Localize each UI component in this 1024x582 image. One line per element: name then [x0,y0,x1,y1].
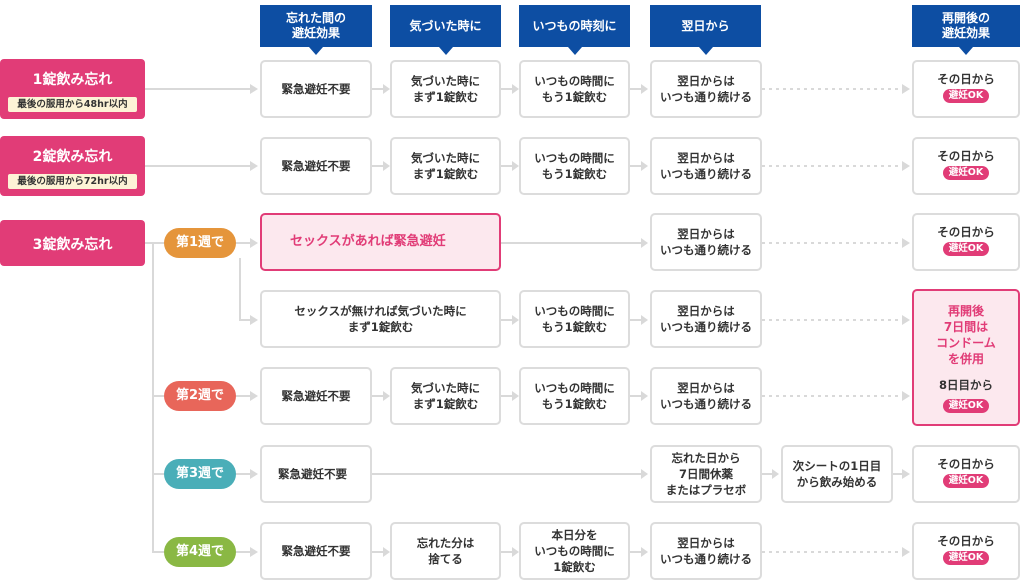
missed-2-note: 最後の服用から72hr以内 [8,174,137,189]
w3-next-sheet: 次シートの1日目 から飲み始める [781,445,893,503]
r2-take-another: いつもの時間に もう1錠飲む [519,137,630,195]
week-4-pill: 第4週で [164,537,236,567]
r2-take-one-now: 気づいた時に まず1錠飲む [390,137,501,195]
header-usual-time: いつもの時刻に [519,5,630,55]
r3a-emergency-if-sex: セックスがあれば緊急避妊 [260,213,501,271]
w2-take-another: いつもの時間に もう1錠飲む [519,367,630,425]
w3-result-text: その日から [937,457,995,471]
big-ok-badge: 避妊OK [942,399,990,413]
missed-2-pills: 2錠飲み忘れ 最後の服用から72hr以内 [0,136,145,196]
missed-2-title: 2錠飲み忘れ [32,149,113,165]
r1-result: その日から 避妊OK [912,60,1020,118]
missed-1-title: 1錠飲み忘れ [32,72,113,88]
r3a-result: その日から 避妊OK [912,213,1020,271]
r2-result: その日から 避妊OK [912,137,1020,195]
r3a-ok-badge: 避妊OK [942,242,990,256]
r1-take-one-now: 気づいた時に まず1錠飲む [390,60,501,118]
w4-continue: 翌日からは いつも通り続ける [650,522,762,580]
w4-ok-badge: 避妊OK [942,551,990,565]
r2-continue: 翌日からは いつも通り続ける [650,137,762,195]
header-contraception-during-missed: 忘れた間の 避妊効果 [260,5,372,55]
day8-text: 8日目から [938,378,993,392]
r2-ok-badge: 避妊OK [942,166,990,180]
week-2-pill: 第2週で [164,381,236,411]
w2-no-emergency: 緊急避妊不要 [260,367,372,425]
w2-continue: 翌日からは いつも通り続ける [650,367,762,425]
missed-3-pills: 3錠飲み忘れ [0,220,145,266]
w4-result: その日から 避妊OK [912,522,1020,580]
header-when-noticed: 気づいた時に [390,5,501,55]
r1-take-another: いつもの時間に もう1錠飲む [519,60,630,118]
w3-no-emergency: 緊急避妊不要 [260,445,372,503]
week-1-pill: 第1週で [164,228,236,258]
missed-1-pill: 1錠飲み忘れ 最後の服用から48hr以内 [0,59,145,119]
w4-result-text: その日から [937,534,995,548]
missed-1-note: 最後の服用から48hr以内 [8,97,137,112]
r1-result-text: その日から [937,72,995,86]
w3-result: その日から 避妊OK [912,445,1020,503]
w2-take-one-now: 気づいた時に まず1錠飲む [390,367,501,425]
r2-no-emergency: 緊急避妊不要 [260,137,372,195]
r1-continue: 翌日からは いつも通り続ける [650,60,762,118]
r3a-continue: 翌日からは いつも通り続ける [650,213,762,271]
r3b-continue: 翌日からは いつも通り続ける [650,290,762,348]
r3b-no-sex-take-one: セックスが無ければ気づいた時に まず1錠飲む [260,290,501,348]
w4-take-today: 本日分を いつもの時間に 1錠飲む [519,522,630,580]
r1-no-emergency: 緊急避妊不要 [260,60,372,118]
header-contraception-after-resume: 再開後の 避妊効果 [912,5,1020,55]
w3-7day-break: 忘れた日から 7日間休薬 またはプラセボ [650,445,762,503]
week-3-pill: 第3週で [164,459,236,489]
r3a-result-text: その日から [937,225,995,239]
condom-warning-text: 再開後 7日間は コンドーム を併用 [936,304,996,366]
r3b-take-another: いつもの時間に もう1錠飲む [519,290,630,348]
w3-ok-badge: 避妊OK [942,474,990,488]
r2-result-text: その日から [937,149,995,163]
missed-3-title: 3錠飲み忘れ [32,237,113,253]
w4-discard: 忘れた分は 捨てる [390,522,501,580]
r1-ok-badge: 避妊OK [942,89,990,103]
condom-warning-result: 再開後 7日間は コンドーム を併用 8日目から 避妊OK [912,289,1020,426]
header-from-next-day: 翌日から [650,5,761,55]
w4-no-emergency: 緊急避妊不要 [260,522,372,580]
